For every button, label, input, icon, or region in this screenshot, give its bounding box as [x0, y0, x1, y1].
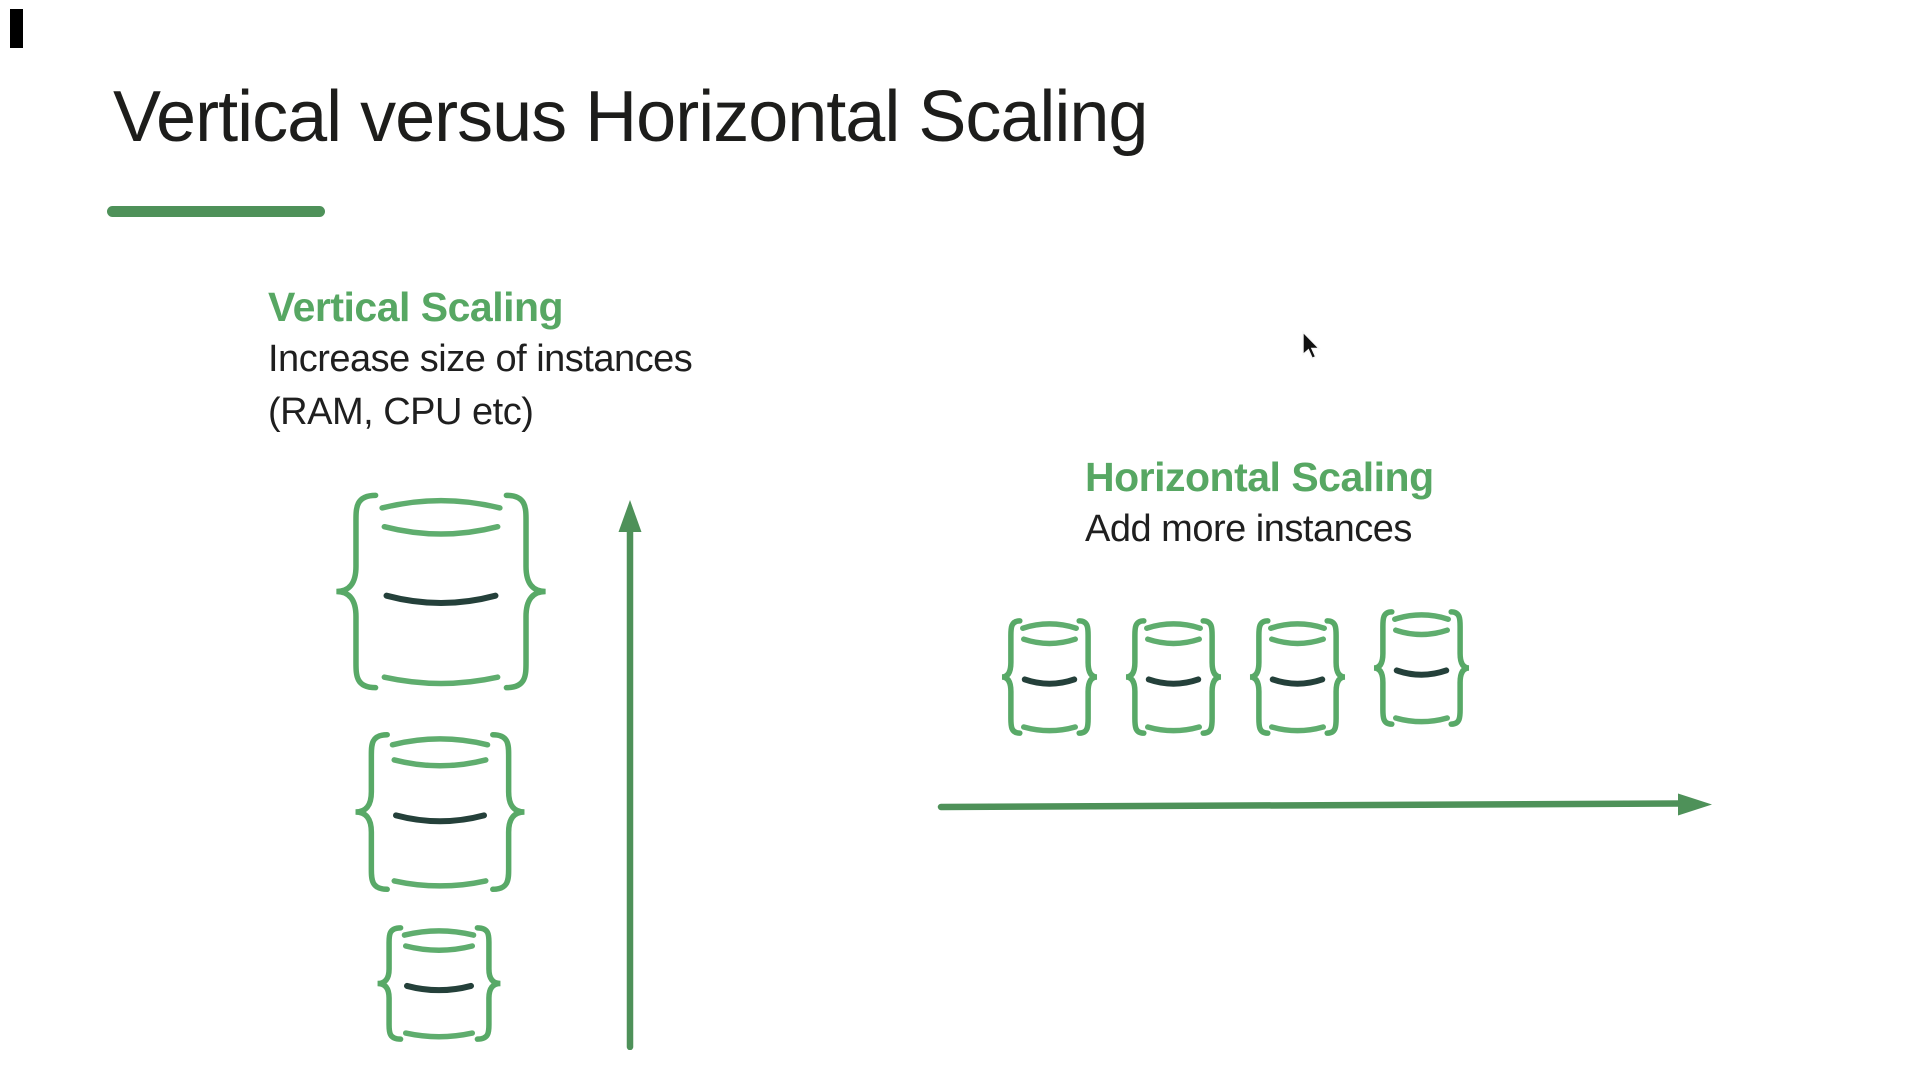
database-icon [1372, 607, 1471, 729]
cylinder-top-curve [1148, 639, 1199, 643]
title-underline [107, 206, 325, 217]
left-brace [356, 735, 388, 890]
right-arrow-icon [937, 793, 1712, 816]
cylinder-top-curve [394, 760, 486, 766]
left-brace [378, 928, 401, 1039]
left-brace [1126, 621, 1144, 733]
right-brace [1203, 621, 1221, 733]
cylinder-top-rim [392, 739, 487, 745]
cylinder-divider [1273, 679, 1323, 683]
vertical-scaling-description-line1: Increase size of instances [268, 338, 693, 380]
database-icon-medium [352, 728, 528, 896]
cylinder-divider [1149, 679, 1199, 683]
right-brace [493, 735, 525, 890]
cylinder-top-curve [1396, 630, 1447, 634]
cylinder-divider [387, 596, 496, 603]
right-brace [1451, 612, 1469, 724]
database-icon-large [332, 487, 550, 696]
cylinder-top-rim [382, 501, 500, 508]
up-arrow-icon [618, 500, 642, 1050]
database-icon [1124, 616, 1223, 738]
cylinder-bottom-curve [1148, 727, 1199, 731]
vertical-scaling-heading: Vertical Scaling [268, 284, 564, 330]
horizontal-scaling-heading: Horizontal Scaling [1085, 454, 1434, 500]
cylinder-top-curve [384, 527, 497, 534]
left-brace [1250, 621, 1268, 733]
cylinder-divider [1025, 679, 1075, 683]
cylinder-bottom-curve [1024, 727, 1075, 731]
horizontal-instances-group [1000, 607, 1471, 738]
horizontal-scaling-section: Horizontal Scaling Add more instances [1085, 451, 1434, 556]
cylinder-top-rim [1271, 624, 1324, 628]
right-brace [1327, 621, 1345, 733]
left-brace [336, 495, 375, 687]
database-icon [1248, 616, 1347, 738]
database-icon [1000, 616, 1099, 738]
left-brace [1002, 621, 1020, 733]
cylinder-top-rim [1023, 624, 1076, 628]
cylinder-divider [407, 986, 471, 990]
letterbox-artifact [10, 9, 23, 48]
cylinder-top-rim [1147, 624, 1200, 628]
cylinder-divider [1397, 670, 1447, 674]
vertical-scaling-section: Vertical Scaling Increase size of instan… [268, 281, 693, 439]
cylinder-divider [396, 815, 484, 821]
mouse-cursor-icon [1302, 331, 1321, 360]
vertical-scaling-description-line2: (RAM, CPU etc) [268, 391, 534, 433]
right-brace [1079, 621, 1097, 733]
cylinder-top-rim [1395, 615, 1448, 619]
cylinder-bottom-curve [1272, 727, 1323, 731]
cylinder-bottom-curve [1396, 718, 1447, 722]
cylinder-top-curve [1024, 639, 1075, 643]
horizontal-scaling-description: Add more instances [1085, 508, 1412, 550]
cylinder-bottom-curve [406, 1033, 473, 1037]
cylinder-top-curve [1272, 639, 1323, 643]
cylinder-top-rim [404, 931, 473, 935]
right-brace [506, 495, 545, 687]
right-brace [477, 928, 500, 1039]
left-brace [1374, 612, 1392, 724]
cylinder-bottom-curve [394, 881, 486, 886]
slide-title: Vertical versus Horizontal Scaling [113, 77, 1148, 157]
database-icon-small [375, 923, 503, 1044]
cylinder-top-curve [406, 946, 473, 950]
cylinder-bottom-curve [384, 677, 497, 683]
